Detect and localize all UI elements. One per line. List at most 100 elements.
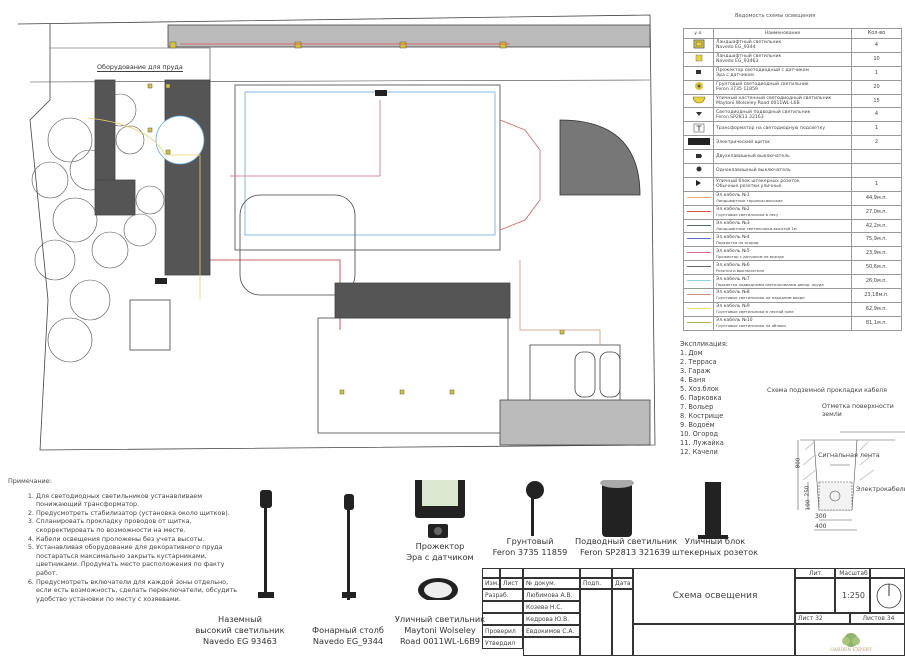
- note-item: Кабели освещения проложены без учета выс…: [36, 535, 243, 544]
- floodlight-icon: [695, 70, 703, 77]
- hdr-doc: № докум.: [523, 578, 580, 589]
- legend-item-qty: 4: [851, 38, 902, 53]
- person-name: Любимова А.В.: [523, 589, 580, 601]
- cable-name: Эл.кабель №6: [716, 262, 750, 268]
- legend-item-qty: 20: [851, 79, 902, 95]
- legend-row: Электрический щиток 2: [683, 135, 902, 151]
- trench-diagram: [797, 431, 905, 531]
- electrical-panel-icon: [375, 90, 387, 96]
- role-checker: Проверил: [482, 625, 523, 637]
- cable-length: 42,2м.п.: [851, 218, 902, 234]
- legend-item-model: Navedo EG_9344: [716, 45, 756, 51]
- outlet-block-image: [698, 482, 728, 539]
- cable-color-swatch: [686, 307, 711, 309]
- dim-bed: 100: [805, 499, 812, 511]
- hdr-izm: Изм.: [482, 578, 500, 589]
- legend-item-qty: 1: [851, 121, 902, 137]
- person-name: Козева Н.С.: [523, 601, 580, 613]
- header-symbol: у.о.: [683, 28, 714, 39]
- garden-bed: [559, 119, 641, 196]
- legend-item-qty: [851, 163, 902, 178]
- signal-tape-label: Сигнальная лента: [818, 451, 880, 459]
- tall-lamp-image: [258, 490, 274, 598]
- cable-purpose: Грунтовые светильники в лесной зоне: [716, 309, 794, 315]
- electrical-panel-icon: [155, 278, 167, 284]
- explication-item: 12. Качели: [680, 448, 718, 456]
- parking-structures: [317, 317, 509, 434]
- explication-item: 6. Парковка: [680, 394, 722, 402]
- legend-item-qty: [851, 149, 902, 165]
- cable-color-swatch: [686, 224, 711, 226]
- scale-value: 1:250: [835, 578, 870, 613]
- dim-inner: 300: [815, 513, 827, 520]
- cable-name: Эл.кабель №1: [716, 193, 750, 199]
- cable-length: 44,9м.п.: [851, 190, 902, 206]
- north-hedge: [167, 24, 651, 48]
- ground-lamp-icon: [694, 82, 704, 93]
- cable-purpose: Прожектор с датчиком на въезде: [716, 253, 784, 259]
- legend-row: Одноклавишный выключатель: [683, 163, 902, 178]
- house-outline: [234, 84, 501, 251]
- legend-item-model: Feron SP2813 32163: [716, 114, 764, 120]
- lawn: [239, 194, 356, 296]
- legend-item-name: Ландшафтный светильник: [716, 54, 782, 60]
- cable-color-swatch: [686, 321, 711, 323]
- cable-route: [230, 100, 381, 177]
- cable-length: 75,9м.п.: [851, 232, 902, 248]
- company-logo: GARDEN EXPERT: [795, 624, 905, 656]
- legend-item-name: Двухклавишный выключатель: [716, 154, 790, 160]
- company-logo-text: GARDEN EXPERT: [830, 648, 872, 653]
- legend-item-name: Уличный блок штекерных розеток: [716, 179, 800, 185]
- explication-item: 9. Водоём: [680, 421, 715, 429]
- explication-item: 1. Дом: [680, 349, 703, 357]
- site-boundary: [17, 14, 656, 451]
- cable-color-swatch: [686, 252, 711, 254]
- legend-item-name: Уличный настенный светодиодный светильни…: [716, 96, 832, 101]
- cable-length: 50,6м.п.: [851, 260, 902, 276]
- note-item: Для светодиодных светильников устанавлив…: [36, 492, 243, 509]
- explication-item: 8. Кострище: [680, 412, 724, 420]
- cable-length: 23,18м.п.: [851, 288, 902, 303]
- explication-item: 10. Огород: [680, 430, 719, 438]
- lit-label: Лит.: [795, 568, 835, 578]
- lamp-markers: [147, 41, 565, 395]
- cable-name: Эл.кабель №3: [716, 221, 750, 227]
- cable-purpose: Ландшафтные светильники высотой 1м: [716, 226, 797, 232]
- cable-purpose: Ландшафтные торшеры высокие: [716, 198, 783, 204]
- wall-lamp-icon: [692, 96, 706, 106]
- path-strip: [94, 79, 116, 181]
- legend-row: Трансформатор на светодиодную подсветку …: [683, 121, 902, 137]
- hedge-row: [334, 282, 511, 319]
- legend-item-model: Feron 3735 11859: [716, 87, 758, 93]
- hdr-list: Лист: [500, 578, 523, 589]
- legend-item-model: Обычные розетки уличные: [716, 184, 782, 190]
- legend-item-name: Электрический щиток: [716, 140, 771, 146]
- cable-length: 81,1м.п.: [851, 315, 902, 331]
- outlet-block-icon: [695, 180, 703, 189]
- cable-section-title: Схема подземной прокладки кабеля: [767, 387, 887, 394]
- header-qty: Кол-во: [851, 28, 902, 39]
- role-developer: Разраб.: [482, 589, 523, 601]
- cable-purpose: Розетки и выключатели: [716, 267, 764, 273]
- dim-fill: 250: [804, 485, 811, 497]
- header-name: Наименование: [713, 28, 852, 39]
- drawing-title: Схема освещения: [633, 568, 795, 624]
- cable-route: [519, 260, 601, 345]
- explication-item: 2. Терраса: [680, 358, 717, 366]
- cable-color-swatch: [686, 238, 711, 240]
- cable-name: Эл.кабель №8: [716, 290, 750, 296]
- double-switch-icon: [695, 153, 703, 161]
- explication-item: 3. Гараж: [680, 367, 711, 375]
- cable-length: 26,0м.п.: [851, 274, 902, 290]
- floodlight-image: [415, 480, 465, 538]
